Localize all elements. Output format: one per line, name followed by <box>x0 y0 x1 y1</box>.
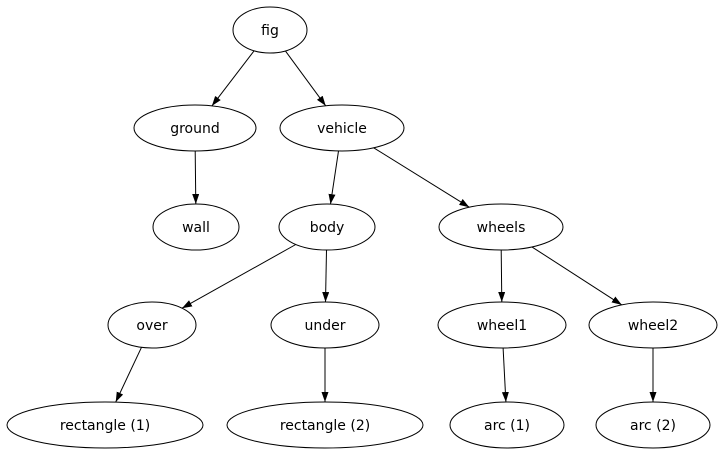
node-arc2: arc (2) <box>595 401 711 449</box>
node-label-wall: wall <box>182 220 210 236</box>
node-ellipse-rect1 <box>6 401 204 449</box>
edges-layer <box>115 50 657 403</box>
node-label-ground: ground <box>170 121 220 137</box>
edge-body-under <box>322 249 330 303</box>
node-ellipse-wheel1 <box>437 301 567 349</box>
nodes-layer: fig ground vehicle wall body wheels over under w… <box>6 6 718 449</box>
node-ellipse-arc2 <box>595 401 711 449</box>
node-body: body <box>278 203 376 251</box>
node-label-under: under <box>304 318 345 334</box>
edge-ground-wall <box>192 150 200 205</box>
node-ellipse-body <box>278 203 376 251</box>
node-wheels: wheels <box>438 203 564 251</box>
node-ellipse-ground <box>133 104 257 152</box>
node-label-over: over <box>136 318 167 334</box>
edge-fig-ground <box>211 50 255 107</box>
node-ellipse-wheels <box>438 203 564 251</box>
edge-wheels-wheel1 <box>498 249 506 303</box>
edge-wheels-wheel2 <box>531 246 623 306</box>
node-under: under <box>270 301 380 349</box>
node-label-wheel2: wheel2 <box>628 318 678 334</box>
node-label-rect1: rectangle (1) <box>60 418 150 434</box>
node-rect2: rectangle (2) <box>226 401 424 449</box>
edge-body-over <box>181 244 297 309</box>
node-arc1: arc (1) <box>449 401 565 449</box>
node-label-wheel1: wheel1 <box>477 318 527 334</box>
node-ellipse-fig <box>232 6 308 54</box>
node-ellipse-over <box>107 301 197 349</box>
node-ellipse-rect2 <box>226 401 424 449</box>
node-fig: fig <box>232 6 308 54</box>
node-wheel1: wheel1 <box>437 301 567 349</box>
node-wall: wall <box>152 203 240 251</box>
edge-wheel1-arc1 <box>501 347 509 403</box>
edge-vehicle-wheels <box>373 147 470 208</box>
node-label-arc2: arc (2) <box>630 418 676 434</box>
node-ground: ground <box>133 104 257 152</box>
node-vehicle: vehicle <box>279 104 405 152</box>
node-ellipse-arc1 <box>449 401 565 449</box>
node-label-fig: fig <box>261 23 279 39</box>
node-ellipse-under <box>270 301 380 349</box>
edge-over-rect1 <box>115 347 142 403</box>
node-ellipse-wheel2 <box>588 301 718 349</box>
node-rect1: rectangle (1) <box>6 401 204 449</box>
node-label-vehicle: vehicle <box>317 121 367 137</box>
node-over: over <box>107 301 197 349</box>
node-label-body: body <box>310 220 345 236</box>
node-label-wheels: wheels <box>477 220 526 236</box>
node-wheel2: wheel2 <box>588 301 718 349</box>
node-label-rect2: rectangle (2) <box>280 418 370 434</box>
node-ellipse-vehicle <box>279 104 405 152</box>
node-label-arc1: arc (1) <box>484 418 530 434</box>
edge-vehicle-body <box>328 150 339 205</box>
edge-fig-vehicle <box>284 50 327 107</box>
node-ellipse-wall <box>152 203 240 251</box>
